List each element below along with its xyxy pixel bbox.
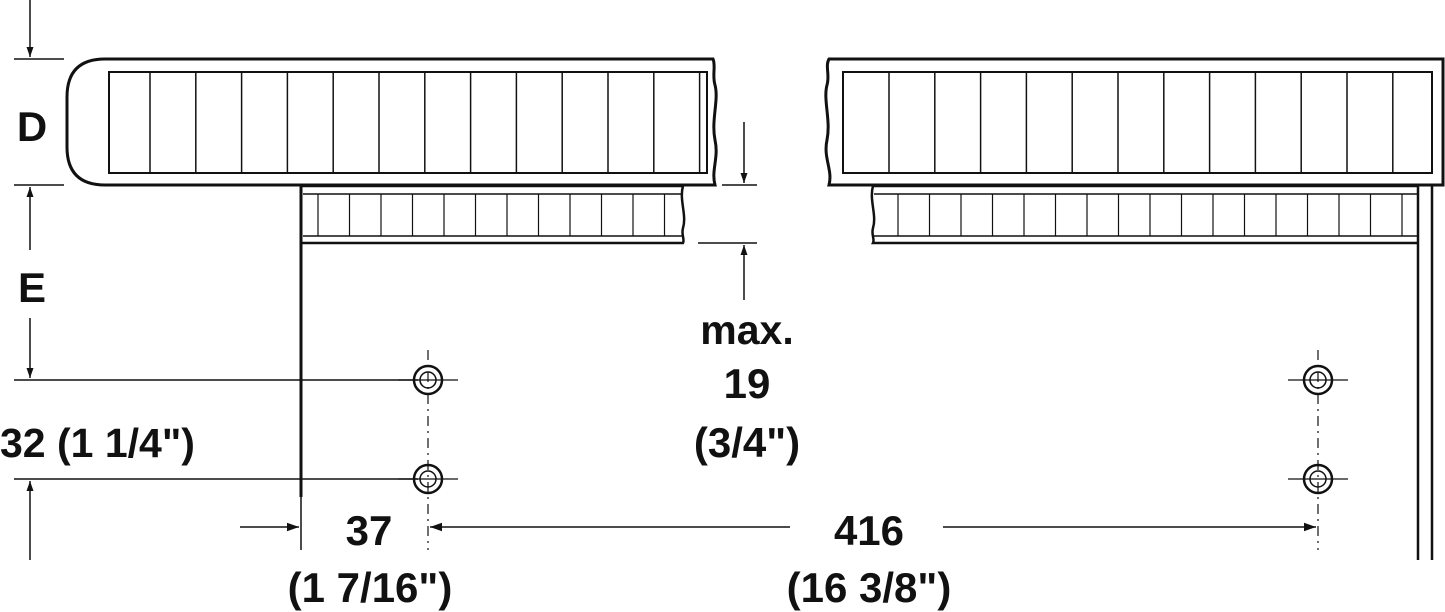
left-drawer-side-profile: [65, 57, 718, 187]
left-runner-slats: [317, 194, 666, 236]
max-inch-label: (3/4"): [694, 419, 800, 466]
cabinet-lines: [299, 186, 1434, 560]
right-profile-slats: [888, 72, 1394, 173]
hole-spacing-label: 32 (1 1/4"): [0, 420, 195, 466]
span-inch-label: (16 3/8"): [787, 564, 952, 611]
dimension-label-d: D: [17, 103, 47, 150]
right-runner-slats: [897, 194, 1403, 236]
right-runner: [870, 184, 1418, 245]
span-mm-label: 416: [834, 507, 904, 554]
max-mm-label: 19: [724, 360, 771, 407]
left-runner: [300, 184, 686, 245]
dimension-lines: [14, 0, 1316, 560]
right-drawer-side-profile: [824, 57, 1445, 187]
hole-right-upper: [1302, 364, 1334, 396]
hole-right-lower: [1302, 463, 1334, 495]
offset-inch-label: (1 7/16"): [288, 564, 453, 611]
dimension-label-e: E: [18, 264, 46, 311]
left-profile-slats: [149, 72, 701, 173]
max-word-label: max.: [700, 307, 793, 353]
offset-mm-label: 37: [346, 507, 393, 554]
